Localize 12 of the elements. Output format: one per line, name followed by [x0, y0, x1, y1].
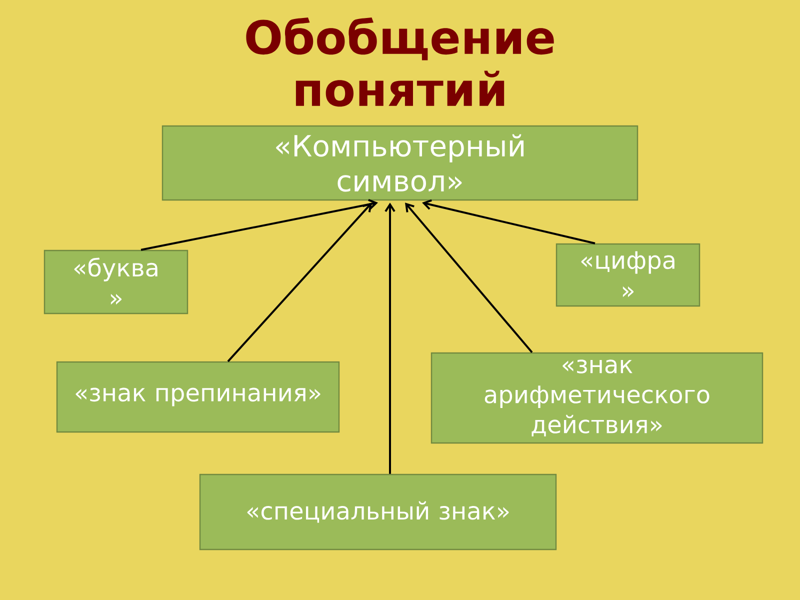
concept-box: «знак арифметического действия»: [430, 352, 764, 444]
arrow: [140, 199, 378, 251]
concept-box: «знак препинания»: [56, 361, 340, 433]
arrow: [422, 199, 596, 244]
concept-box: «буква »: [44, 250, 188, 314]
arrow: [227, 202, 372, 362]
concept-box: «Компьютерный символ»: [162, 125, 638, 201]
concept-box: «цифра »: [556, 243, 700, 307]
concept-box: «специальный знак»: [199, 474, 557, 550]
arrow: [405, 202, 533, 354]
title: Обобщение понятий: [246, 17, 554, 107]
arrow: [384, 202, 396, 474]
